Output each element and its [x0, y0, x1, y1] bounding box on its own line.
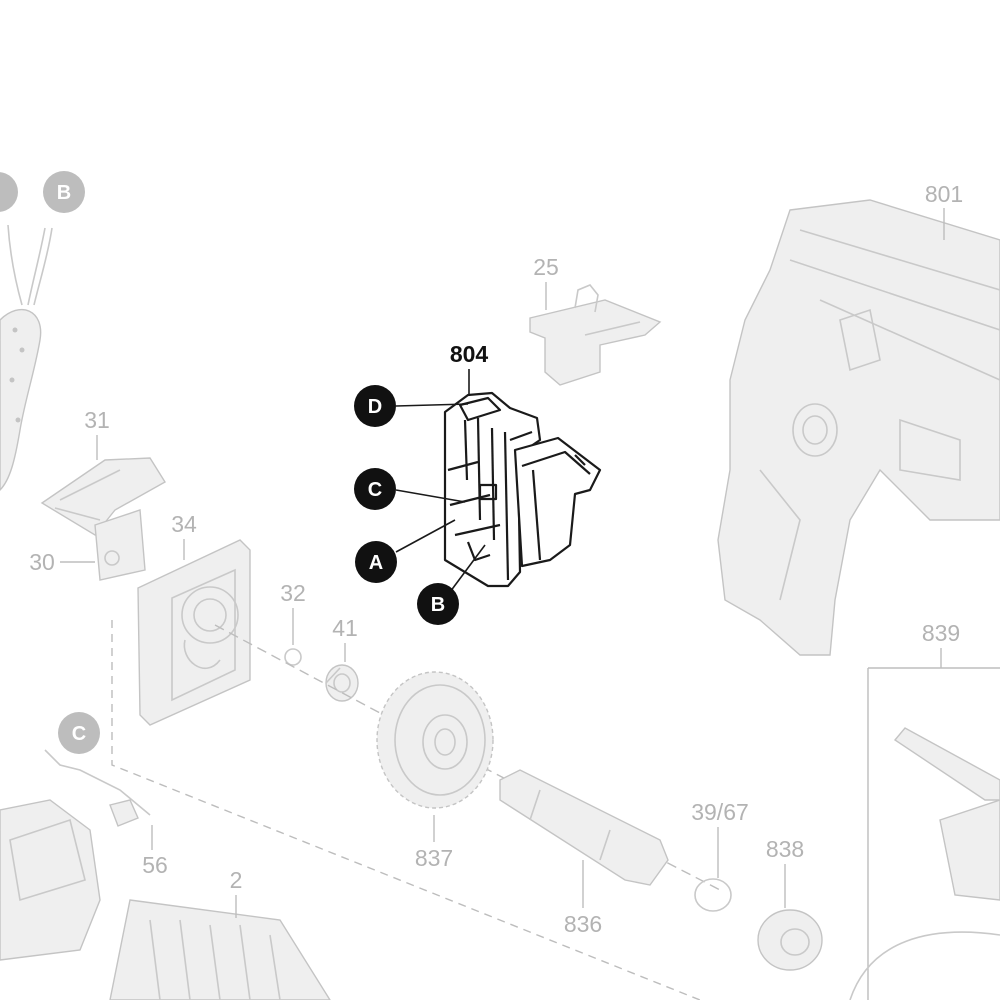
callout-c: C: [354, 468, 466, 510]
part-number-837: 837: [415, 845, 453, 871]
part-31-drawing: [40, 457, 166, 536]
housing-801-drawing: [717, 199, 1000, 656]
part-number-839: 839: [922, 620, 960, 646]
svg-text:D: D: [368, 396, 382, 418]
wire-56-drawing: [44, 749, 151, 827]
ghost-callout-partial: [0, 172, 18, 212]
part-30-drawing: [94, 509, 146, 581]
part-number-2: 2: [230, 867, 243, 893]
part-32-drawing: [284, 648, 302, 666]
part-number-30: 30: [29, 549, 55, 575]
svg-text:C: C: [368, 479, 382, 501]
part-number-838: 838: [766, 836, 804, 862]
part-number-801: 801: [925, 181, 963, 207]
part-number-836: 836: [564, 911, 602, 937]
part-number-39-67: 39/67: [691, 799, 749, 825]
svg-text:C: C: [72, 723, 86, 745]
part-41-drawing: [325, 664, 359, 702]
part-number-804: 804: [450, 341, 489, 367]
gear-837-drawing: [376, 671, 494, 809]
part-number-41: 41: [332, 615, 358, 641]
svg-text:A: A: [369, 552, 383, 574]
callout-d: D: [354, 385, 469, 427]
callout-b: B: [417, 544, 486, 625]
callout-c-faded: C: [58, 712, 100, 754]
motor-drawing: [0, 799, 331, 1000]
part-number-32: 32: [280, 580, 306, 606]
callout-a: A: [355, 519, 456, 583]
chuck-839-drawing: [849, 667, 1000, 1000]
shaft-836-drawing: [499, 769, 669, 886]
part-number-56: 56: [142, 852, 168, 878]
part-25-drawing: [529, 284, 662, 386]
part-number-34: 34: [171, 511, 197, 537]
bearing-838-drawing: [757, 909, 823, 971]
svg-text:B: B: [431, 594, 445, 616]
part-number-25: 25: [533, 254, 559, 280]
callout-b-faded: B: [43, 171, 85, 213]
svg-text:B: B: [57, 182, 71, 204]
switch-804-drawing: [443, 391, 602, 588]
part-34-drawing: [137, 539, 251, 726]
part-number-31: 31: [84, 407, 110, 433]
ring-39-67-drawing: [694, 878, 732, 912]
wire-harness-drawing: [0, 224, 53, 491]
